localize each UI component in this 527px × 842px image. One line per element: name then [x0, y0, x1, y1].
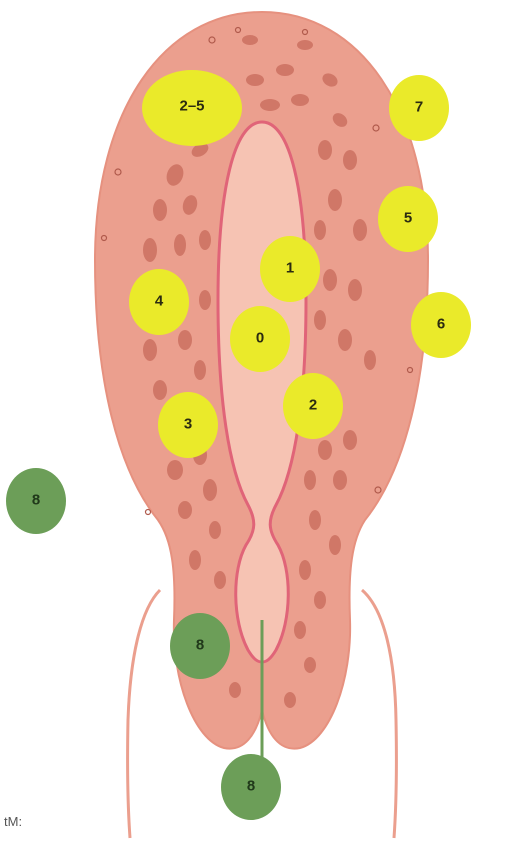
marker-label: 2	[309, 397, 317, 414]
marker-label: 3	[184, 416, 192, 433]
marker-label: 6	[437, 316, 445, 333]
marker-label: 0	[256, 330, 264, 347]
corner-mark: tM:	[4, 814, 22, 829]
marker-8-middle: 8	[170, 613, 230, 679]
right-strand	[362, 590, 396, 838]
marker-label: 2–5	[179, 98, 204, 115]
left-strand	[128, 590, 160, 838]
marker-2-5: 2–5	[142, 70, 242, 146]
marker-4: 4	[129, 269, 189, 335]
marker-2: 2	[283, 373, 343, 439]
marker-3: 3	[158, 392, 218, 458]
marker-5: 5	[378, 186, 438, 252]
marker-1: 1	[260, 236, 320, 302]
marker-label: 8	[247, 778, 255, 795]
marker-6: 6	[411, 292, 471, 358]
marker-label: 5	[404, 210, 412, 227]
marker-label: 7	[415, 99, 423, 116]
marker-label: 8	[196, 637, 204, 654]
marker-0: 0	[230, 306, 290, 372]
marker-label: 1	[286, 260, 294, 277]
marker-8-bottom: 8	[221, 754, 281, 820]
marker-7: 7	[389, 75, 449, 141]
marker-label: 8	[32, 492, 40, 509]
marker-label: 4	[155, 293, 164, 310]
marker-8-left: 8	[6, 468, 66, 534]
